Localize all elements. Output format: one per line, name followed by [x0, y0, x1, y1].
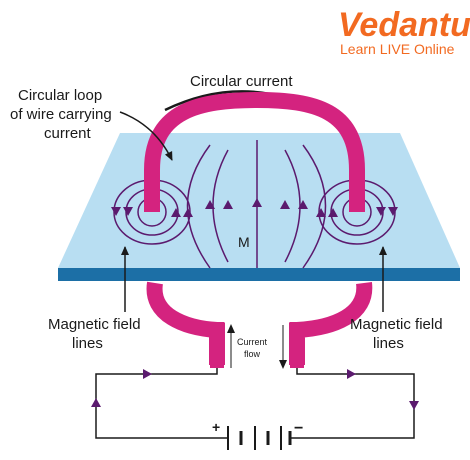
label-circular-current: Circular current [190, 73, 293, 90]
battery-icon [227, 426, 292, 450]
wire-upper-loop [144, 91, 365, 212]
pointer-loop [119, 111, 173, 161]
wire-lead-right [290, 322, 304, 368]
label-current-flow-line1: Current [237, 337, 268, 347]
label-field-right-line2: lines [373, 335, 404, 352]
field-arrowheads [111, 198, 398, 217]
label-circular-loop: Circular loop of wire carrying current [10, 87, 112, 142]
center-label: M [238, 234, 250, 250]
plane-top [58, 133, 460, 268]
brand-logo: Vedantu Learn LIVE Online [338, 6, 470, 57]
battery-plus: + [212, 419, 220, 435]
label-field-left-line2: lines [72, 335, 103, 352]
label-loop-line1: Circular loop [18, 87, 102, 104]
circuit-arrowheads [91, 369, 419, 410]
battery-minus: − [294, 420, 303, 437]
label-loop-line3: current [44, 125, 92, 142]
circuit [95, 368, 415, 439]
label-field-left-line1: Magnetic field [48, 316, 141, 333]
brand-name: Vedantu [338, 6, 470, 44]
plane-front [58, 268, 460, 281]
wire-lead-left [210, 322, 224, 368]
label-field-right-line1: Magnetic field [350, 316, 443, 333]
brand-tagline: Learn LIVE Online [340, 41, 455, 57]
label-current-flow-line2: flow [244, 349, 261, 359]
label-loop-line2: of wire carrying [10, 106, 112, 123]
